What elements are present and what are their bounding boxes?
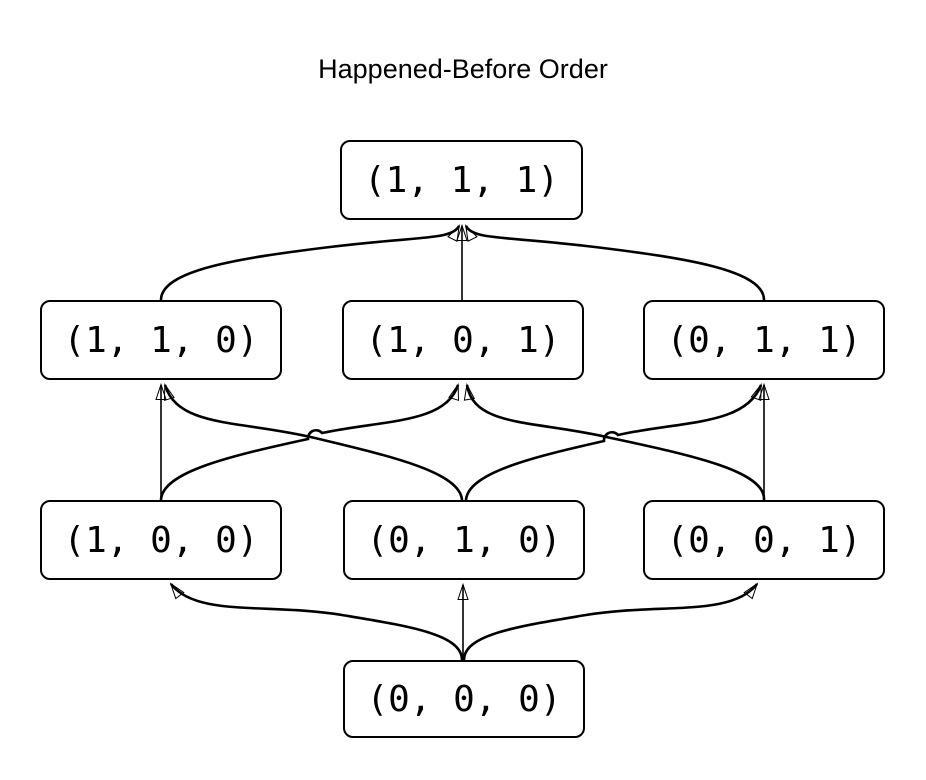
edge-v001-to-v101 [463,382,766,501]
node-v100: (1, 0, 0) [40,500,282,580]
node-v000: (0, 0, 0) [343,660,585,738]
edge-v010-to-v110 [163,383,464,501]
node-v010: (0, 1, 0) [343,500,585,580]
edge-v000-to-v001 [462,582,759,661]
edge-v110-to-v111 [159,224,461,301]
edge-v010-to-v011-with-hop [464,383,763,501]
node-v111: (1, 1, 1) [340,140,583,220]
node-v011: (0, 1, 1) [643,300,885,380]
edge-v000-to-v100 [169,582,464,661]
edge-v100-to-v101-with-hop [159,383,460,501]
edge-v011-to-v111 [464,224,766,301]
diagram-title: Happened-Before Order [318,54,608,84]
edge-group [155,223,770,661]
node-v101: (1, 0, 1) [342,300,584,380]
node-v001: (0, 0, 1) [643,500,885,580]
node-v110: (1, 1, 0) [40,300,282,380]
